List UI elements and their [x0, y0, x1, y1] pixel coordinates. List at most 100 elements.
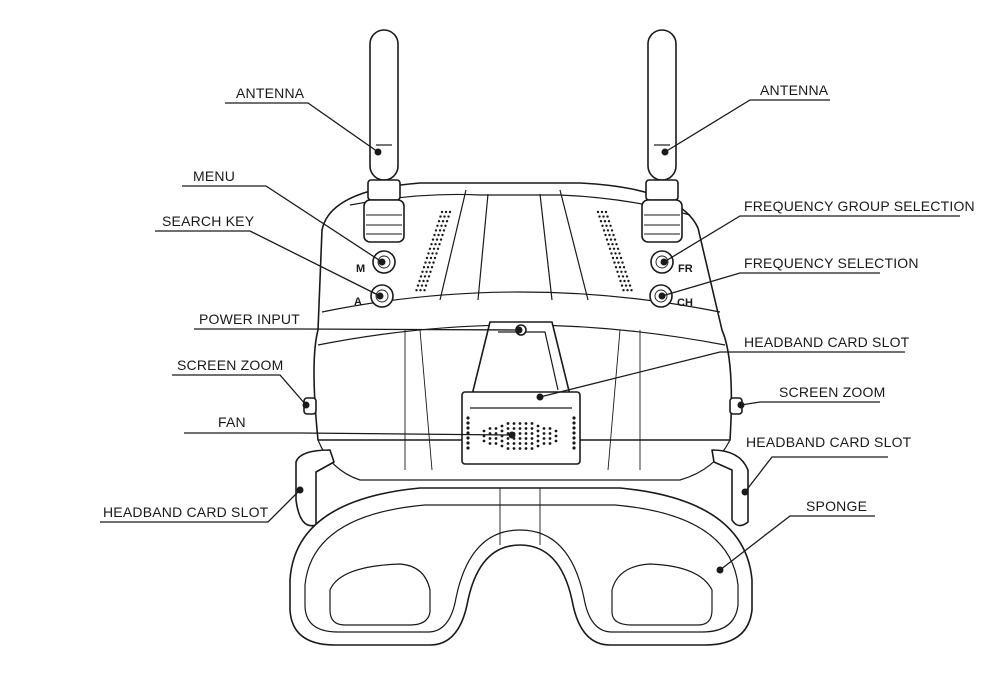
- label-search-key: SEARCH KEY: [162, 213, 255, 229]
- vent-dot: [419, 275, 423, 278]
- fan-coil-dot: [466, 426, 470, 430]
- fan-grille-dot: [524, 437, 528, 440]
- vent-dot: [602, 215, 605, 218]
- fan-coil-dot: [466, 441, 470, 445]
- vent-dot: [608, 247, 612, 250]
- fan-grille-dot: [530, 422, 534, 425]
- vent-dot: [607, 220, 611, 223]
- vent-dot: [609, 224, 612, 227]
- vent-dot: [433, 256, 437, 260]
- fan-housing: [461, 391, 581, 465]
- vent-dot: [618, 252, 621, 255]
- vent-dot: [606, 215, 609, 218]
- antenna-right-drawing: [641, 29, 683, 243]
- fan-grille-dot: [542, 442, 546, 445]
- label-antenna-left: ANTENNA: [236, 85, 305, 101]
- fan-grille-dot: [554, 429, 558, 433]
- vent-dot: [416, 284, 420, 287]
- vent-dot: [436, 224, 439, 227]
- vent-dot: [440, 210, 444, 214]
- label-power-input: POWER INPUT: [199, 311, 300, 327]
- vent-dot: [430, 266, 434, 269]
- vent-dot: [431, 238, 435, 241]
- vent-dot: [617, 261, 620, 264]
- vent-dot: [428, 261, 431, 264]
- vent-dot: [423, 275, 427, 278]
- vent-dot: [600, 210, 604, 214]
- vent-dot: [432, 247, 436, 250]
- vent-dot: [606, 229, 610, 232]
- vent-dot: [437, 233, 440, 237]
- vent-dot: [430, 243, 433, 246]
- vent-dot: [425, 256, 429, 260]
- vent-dot: [604, 233, 607, 237]
- label-screen-zoom-left: SCREEN ZOOM: [177, 357, 283, 373]
- fan-coil-dot: [466, 446, 470, 450]
- fan-grille-dot: [530, 442, 534, 445]
- vent-dot: [429, 270, 432, 273]
- vent-dot: [603, 220, 607, 223]
- vent-dot: [434, 243, 437, 246]
- fan-grille-dot: [530, 427, 534, 430]
- fan-grille-dot: [536, 424, 540, 428]
- vent-dot: [433, 233, 436, 237]
- vent-dot: [426, 266, 430, 269]
- vent-dot: [627, 279, 630, 283]
- vent-dot: [444, 224, 447, 227]
- vent-dot: [437, 220, 441, 223]
- fan-coil-dot: [466, 436, 470, 440]
- fan-coil-dot: [572, 416, 576, 420]
- vent-dot: [596, 210, 600, 214]
- power-input-housing: [471, 321, 571, 396]
- fan-grille-dot: [518, 422, 522, 425]
- fan-coil-dot: [572, 431, 576, 435]
- vent-dot: [431, 252, 434, 255]
- vent-dot: [618, 266, 622, 269]
- vent-dot: [613, 261, 616, 264]
- vent-dot: [620, 270, 623, 273]
- vent-dot: [444, 210, 448, 214]
- vent-dot: [424, 284, 428, 287]
- fan-grille-dot: [512, 442, 516, 445]
- vent-dot: [421, 270, 424, 273]
- vent-dot: [605, 238, 609, 241]
- vent-dot: [619, 256, 623, 260]
- vent-dot: [609, 238, 613, 241]
- vent-dot: [599, 220, 603, 223]
- fan-grille-dot: [494, 437, 498, 440]
- vent-dot: [422, 266, 426, 269]
- vent-dot: [623, 279, 626, 283]
- vent-dot: [435, 252, 438, 255]
- fan-grille-dot: [518, 432, 522, 435]
- fan-grille-dot: [500, 439, 504, 443]
- fan-grille-dot: [542, 427, 546, 430]
- vent-dot: [438, 229, 442, 232]
- vent-dot: [614, 252, 617, 255]
- fan-grille-dot: [536, 439, 540, 443]
- vent-dot: [436, 247, 440, 250]
- vent-dot: [628, 284, 632, 287]
- fan-coil-dot: [572, 421, 576, 425]
- fan-grille-dot: [500, 444, 504, 448]
- fan-grille-dot: [530, 437, 534, 440]
- fan-grille-dot: [524, 422, 528, 425]
- vent-dot: [598, 215, 601, 218]
- menu-button-marking: M: [356, 263, 365, 275]
- label-sponge: SPONGE: [806, 498, 867, 514]
- vent-dot: [438, 243, 441, 246]
- fan-grille-dot: [536, 444, 540, 448]
- fan-grille-dot: [548, 442, 552, 445]
- vent-dot: [611, 256, 615, 260]
- fan-coil-dot: [466, 416, 470, 420]
- fan-grille-dot: [506, 437, 510, 440]
- fan-grille-dot: [530, 432, 534, 435]
- vent-dot: [448, 210, 452, 214]
- fan-grille-dot: [536, 434, 540, 438]
- label-frequency-selection: FREQUENCY SELECTION: [744, 255, 919, 271]
- fan-grille-dot: [512, 422, 516, 425]
- fan-coil-dot: [572, 441, 576, 445]
- callouts: ANTENNA ANTENNA MENU SEARCH KEY FREQUENC…: [100, 82, 975, 574]
- fan-grille-dot: [494, 427, 498, 430]
- vent-dot: [621, 261, 624, 264]
- vent-dot: [620, 284, 624, 287]
